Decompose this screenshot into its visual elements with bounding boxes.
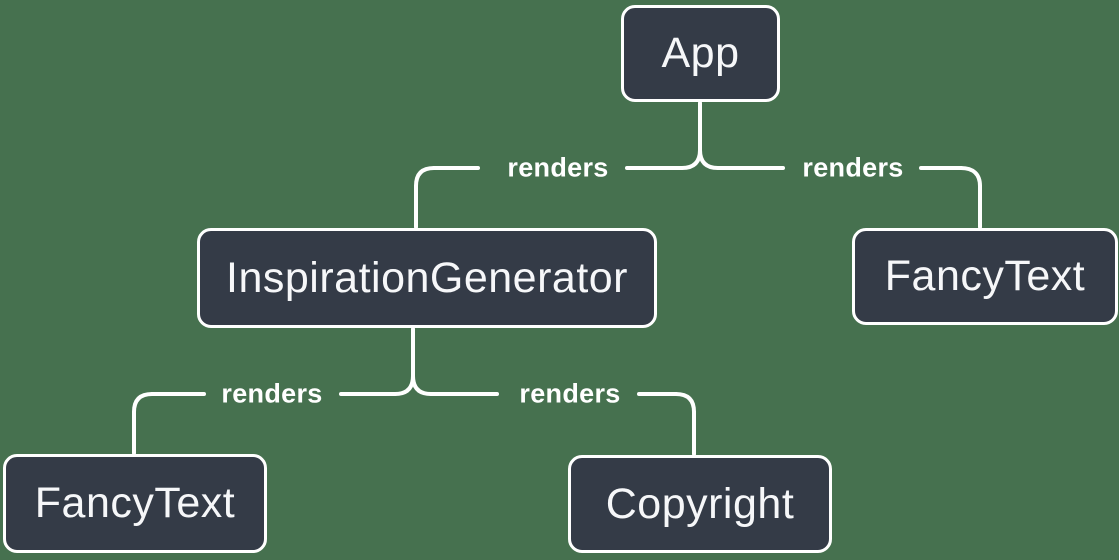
edge-label-renders-inspiration-copyright: renders [519, 378, 621, 409]
connector-inspiration-generator-to-copyright [411, 374, 696, 456]
node-fancy-text-left: FancyText [3, 454, 267, 553]
edge-label-renders-app-inspiration: renders [507, 152, 609, 183]
node-inspiration-generator: InspirationGenerator [197, 228, 657, 328]
connector-inspiration-generator-to-fancy-text [132, 327, 415, 455]
edge-label-renders-app-fancytext: renders [802, 152, 904, 183]
node-copyright: Copyright [568, 455, 832, 553]
node-fancy-text-right: FancyText [852, 228, 1118, 325]
node-app: App [621, 5, 780, 102]
edge-label-renders-inspiration-fancytext: renders [221, 378, 323, 409]
connector-app-to-fancy-text [698, 148, 982, 229]
